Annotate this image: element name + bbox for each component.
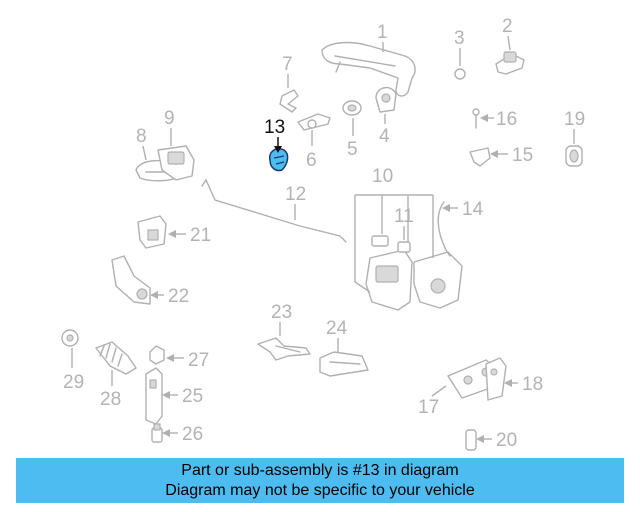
part-17-striker[interactable] — [447, 359, 499, 399]
arrow-15 — [490, 150, 498, 158]
arrow-16 — [480, 114, 488, 122]
part-10-latch-assembly[interactable] — [365, 235, 463, 311]
arrow-14 — [442, 204, 450, 212]
part-26-pin[interactable] — [151, 423, 163, 443]
callout-27: 27 — [188, 350, 209, 371]
callout-12: 12 — [285, 184, 306, 205]
callout-17: 17 — [418, 397, 439, 418]
callout-19: 19 — [564, 109, 585, 130]
callout-8: 8 — [136, 126, 147, 147]
arrow-13 — [274, 146, 282, 153]
arrow-21 — [168, 230, 176, 238]
part-28-boot[interactable] — [95, 341, 137, 375]
part-3-ring[interactable] — [454, 68, 466, 80]
callout-24: 24 — [326, 318, 348, 339]
callout-16: 16 — [496, 109, 517, 130]
leader-8 — [142, 145, 147, 161]
callout-18: 18 — [522, 374, 543, 395]
callout-14: 14 — [462, 199, 484, 220]
callout-26: 26 — [182, 424, 203, 445]
part-18-shim[interactable] — [485, 357, 507, 401]
part-29-grommet[interactable] — [61, 329, 79, 347]
callout-25: 25 — [182, 386, 203, 407]
leader-17 — [431, 385, 447, 397]
parts-diagram: 1 2 3 4 5 6 7 8 9 — [61, 16, 585, 451]
part-20-pad[interactable] — [465, 429, 477, 451]
banner-line-1: Part or sub-assembly is #13 in diagram — [181, 462, 459, 479]
part-15-guide[interactable] — [469, 147, 491, 167]
callout-13: 13 — [264, 117, 285, 138]
part-25-cover[interactable] — [145, 367, 163, 425]
part-9-handle-housing[interactable] — [157, 145, 195, 181]
part-14-cable[interactable] — [437, 201, 451, 257]
callout-15: 15 — [512, 145, 533, 166]
part-23-hinge-strap[interactable] — [257, 337, 311, 361]
arrow-27 — [166, 354, 174, 362]
part-22-bracket[interactable] — [111, 255, 151, 305]
part-4-bracket[interactable] — [375, 87, 397, 113]
part-21-block[interactable] — [137, 215, 167, 249]
callout-21: 21 — [190, 225, 211, 246]
info-banner: Part or sub-assembly is #13 in diagram D… — [16, 458, 624, 503]
callout-29: 29 — [63, 372, 84, 393]
part-16-screw[interactable] — [472, 108, 480, 129]
callout-3: 3 — [454, 28, 465, 49]
callout-5: 5 — [347, 139, 358, 160]
callout-7: 7 — [282, 54, 293, 75]
part-11-clip[interactable] — [397, 241, 411, 253]
part-19-grommet[interactable] — [565, 145, 583, 167]
callout-2: 2 — [502, 16, 513, 37]
arrow-20 — [476, 435, 484, 443]
callout-20: 20 — [496, 430, 517, 451]
arrow-26 — [162, 429, 170, 437]
callout-28: 28 — [100, 389, 121, 410]
arrow-22 — [150, 291, 158, 299]
part-5-bushing[interactable] — [342, 100, 362, 116]
callout-4: 4 — [379, 126, 390, 147]
part-24-wedge[interactable] — [319, 351, 369, 377]
part-13-rod-clip[interactable] — [268, 148, 289, 172]
part-6-connector[interactable] — [297, 113, 331, 131]
callout-9: 9 — [164, 108, 175, 129]
part-27-nut[interactable] — [149, 345, 165, 365]
part-7-clip[interactable] — [279, 89, 299, 113]
callout-6: 6 — [306, 150, 317, 171]
part-1-outside-handle[interactable] — [321, 41, 416, 97]
callout-11: 11 — [394, 206, 414, 227]
callout-23: 23 — [271, 302, 292, 323]
part-12-rod[interactable] — [201, 178, 347, 243]
leader-2 — [507, 35, 511, 51]
callout-10: 10 — [372, 166, 393, 187]
banner-line-2: Diagram may not be specific to your vehi… — [165, 482, 475, 499]
arrow-25 — [162, 391, 170, 399]
arrow-18 — [504, 379, 512, 387]
bracket-10 — [354, 194, 434, 293]
part-2-lock-cylinder[interactable] — [495, 51, 525, 75]
callout-1: 1 — [377, 22, 388, 43]
callout-22: 22 — [168, 286, 189, 307]
